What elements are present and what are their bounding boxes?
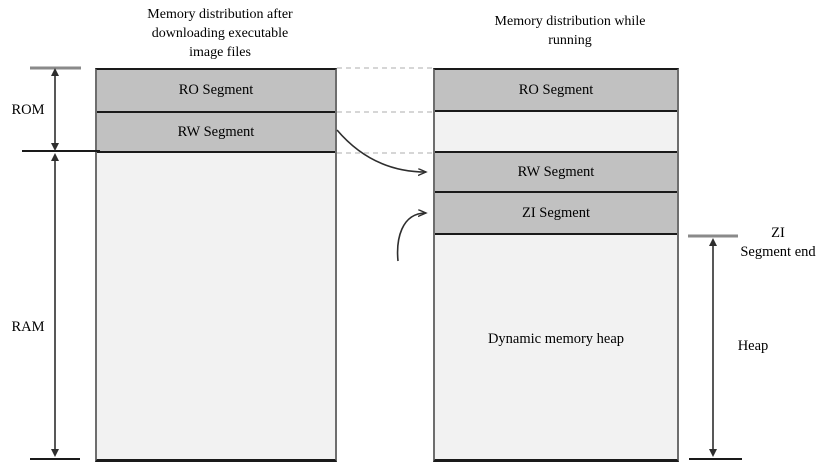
right-zi-segment-label: ZI Segment (521, 204, 591, 221)
left-title-line-3: image files (189, 45, 251, 60)
heap-arrowhead-down (709, 449, 717, 457)
ram-label: RAM (11, 319, 45, 335)
zi-segment-end-label: ZI Segment end (727, 224, 829, 262)
left-title-line-2: downloading executable (151, 26, 289, 41)
ram-arrowhead-up (51, 153, 59, 161)
dynamic-heap-label: Dynamic memory heap (487, 331, 625, 347)
left-ro-segment: RO Segment (97, 70, 335, 113)
right-column-title: Memory distribution while running (458, 12, 682, 50)
rom-label: ROM (11, 102, 45, 118)
right-title-line-2: running (548, 33, 592, 48)
ram-extent-bracket (30, 153, 80, 460)
right-zi-segment: ZI Segment (435, 193, 677, 235)
left-title-line-1: Memory distribution after (147, 7, 293, 22)
rom-arrowhead-down (51, 143, 59, 151)
zi-relocation-arrow (396, 213, 426, 262)
left-rw-segment: RW Segment (97, 113, 335, 153)
rw-relocation-arrow (336, 129, 426, 172)
right-rw-segment-label: RW Segment (517, 163, 595, 180)
heap-arrowhead-up (709, 238, 717, 246)
dashed-connector-lines (337, 67, 433, 154)
ram-arrowhead-down (51, 449, 59, 457)
right-dynamic-heap-area: Dynamic memory heap (435, 235, 677, 459)
right-ro-segment: RO Segment (435, 70, 677, 112)
rom-arrowhead-up (51, 68, 59, 76)
zi-segment-end-line-2: Segment end (740, 244, 816, 260)
left-ram-empty-area (97, 153, 335, 459)
heap-label: Heap (737, 338, 769, 354)
left-rw-segment-label: RW Segment (177, 123, 255, 140)
right-empty-gap (435, 112, 677, 153)
zi-segment-end-line-1: ZI (771, 225, 785, 241)
left-memory-column: RO Segment RW Segment (95, 68, 337, 462)
right-title-line-1: Memory distribution while (494, 14, 646, 29)
right-ro-segment-label: RO Segment (518, 81, 594, 98)
right-memory-column: RO Segment RW Segment ZI Segment Dynamic… (433, 68, 679, 462)
left-ro-segment-label: RO Segment (178, 82, 254, 98)
left-column-title: Memory distribution after downloading ex… (108, 5, 332, 62)
right-rw-segment: RW Segment (435, 153, 677, 193)
